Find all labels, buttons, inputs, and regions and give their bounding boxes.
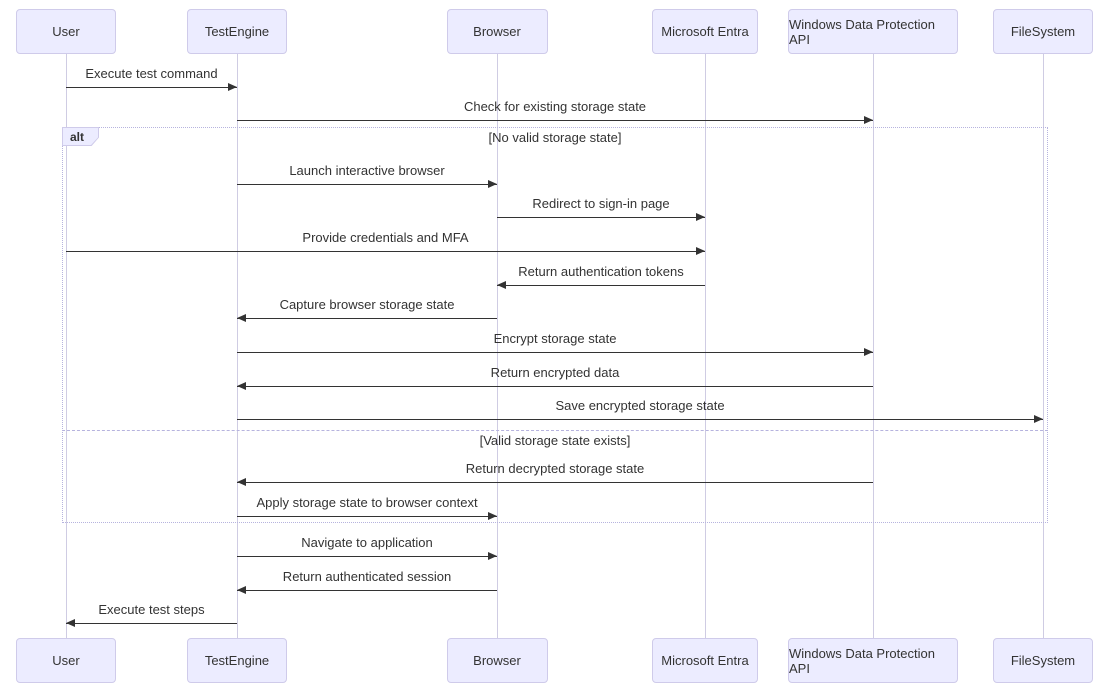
message-label: Return authentication tokens <box>518 264 684 279</box>
alt-fragment-box <box>62 127 1048 523</box>
participant-testengine-bottom: TestEngine <box>187 638 287 683</box>
participant-browser-bottom: Browser <box>446 638 548 683</box>
participant-entra-top: Microsoft Entra <box>652 9 758 54</box>
message-label: Return authenticated session <box>282 569 452 584</box>
participant-testengine-top: TestEngine <box>187 9 287 54</box>
arrowhead-icon <box>237 586 246 594</box>
message-label: Return encrypted data <box>490 365 620 380</box>
message-line <box>237 419 1043 420</box>
participant-label: Browser <box>473 653 521 668</box>
participant-wdpapi-top: Windows Data Protection API <box>788 9 958 54</box>
message-line <box>237 352 873 353</box>
participant-label: Microsoft Entra <box>661 24 749 39</box>
participant-filesystem-bottom: FileSystem <box>993 638 1093 683</box>
arrowhead-icon <box>488 512 497 520</box>
participant-user-top: User <box>16 9 116 54</box>
lifeline-entra <box>704 54 706 638</box>
message-line <box>66 87 237 88</box>
message-label: Return decrypted storage state <box>465 461 645 476</box>
message-label: Apply storage state to browser context <box>256 495 478 510</box>
alt-operator-text: alt <box>63 128 98 145</box>
message-line <box>497 285 705 286</box>
arrowhead-icon <box>488 180 497 188</box>
participant-label: TestEngine <box>204 24 270 39</box>
lifeline-browser <box>496 54 498 638</box>
message-label: Encrypt storage state <box>493 331 617 346</box>
message-line <box>237 318 497 319</box>
arrowhead-icon <box>864 116 873 124</box>
arrowhead-icon <box>696 213 705 221</box>
message-label: Execute test command <box>85 66 218 81</box>
alt-operator-label: alt <box>62 127 99 146</box>
participant-label: User <box>52 24 80 39</box>
participant-label: FileSystem <box>1010 24 1076 39</box>
lifeline-wdpapi <box>872 54 874 638</box>
message-line <box>66 623 237 624</box>
message-label: Save encrypted storage state <box>555 398 725 413</box>
message-label: Provide credentials and MFA <box>302 230 469 245</box>
alt-else-divider <box>62 430 1048 431</box>
arrowhead-icon <box>228 83 237 91</box>
message-label: Execute test steps <box>98 602 205 617</box>
message-line <box>237 184 497 185</box>
arrowhead-icon <box>237 314 246 322</box>
arrowhead-icon <box>237 478 246 486</box>
arrowhead-icon <box>488 552 497 560</box>
message-line <box>497 217 705 218</box>
participant-label: FileSystem <box>1010 653 1076 668</box>
message-label: Launch interactive browser <box>289 163 445 178</box>
participant-label: TestEngine <box>204 653 270 668</box>
arrowhead-icon <box>1034 415 1043 423</box>
participant-entra-bottom: Microsoft Entra <box>652 638 758 683</box>
lifeline-filesystem <box>1042 54 1044 638</box>
lifeline-user <box>65 54 67 638</box>
arrowhead-icon <box>497 281 506 289</box>
participant-user-bottom: User <box>16 638 116 683</box>
participant-label: Microsoft Entra <box>661 653 749 668</box>
participant-filesystem-top: FileSystem <box>993 9 1093 54</box>
arrowhead-icon <box>696 247 705 255</box>
participant-browser-top: Browser <box>446 9 548 54</box>
message-line <box>237 482 873 483</box>
message-line <box>237 556 497 557</box>
alt-guard-else: [Valid storage state exists] <box>479 433 631 448</box>
arrowhead-icon <box>864 348 873 356</box>
message-line <box>237 516 497 517</box>
message-line <box>237 386 873 387</box>
message-label: Check for existing storage state <box>463 99 647 114</box>
participant-wdpapi-bottom: Windows Data Protection API <box>788 638 958 683</box>
message-label: Capture browser storage state <box>279 297 455 312</box>
participant-label: Windows Data Protection API <box>789 16 935 47</box>
message-label: Redirect to sign-in page <box>532 196 670 211</box>
message-label: Navigate to application <box>301 535 433 550</box>
message-line <box>66 251 705 252</box>
message-line <box>237 120 873 121</box>
arrowhead-icon <box>237 382 246 390</box>
participant-label: Windows Data Protection API <box>789 645 935 676</box>
message-line <box>237 590 497 591</box>
participant-label: User <box>52 653 80 668</box>
alt-guard-if: [No valid storage state] <box>488 130 622 145</box>
lifeline-testengine <box>236 54 238 638</box>
arrowhead-icon <box>66 619 75 627</box>
participant-label: Browser <box>473 24 521 39</box>
